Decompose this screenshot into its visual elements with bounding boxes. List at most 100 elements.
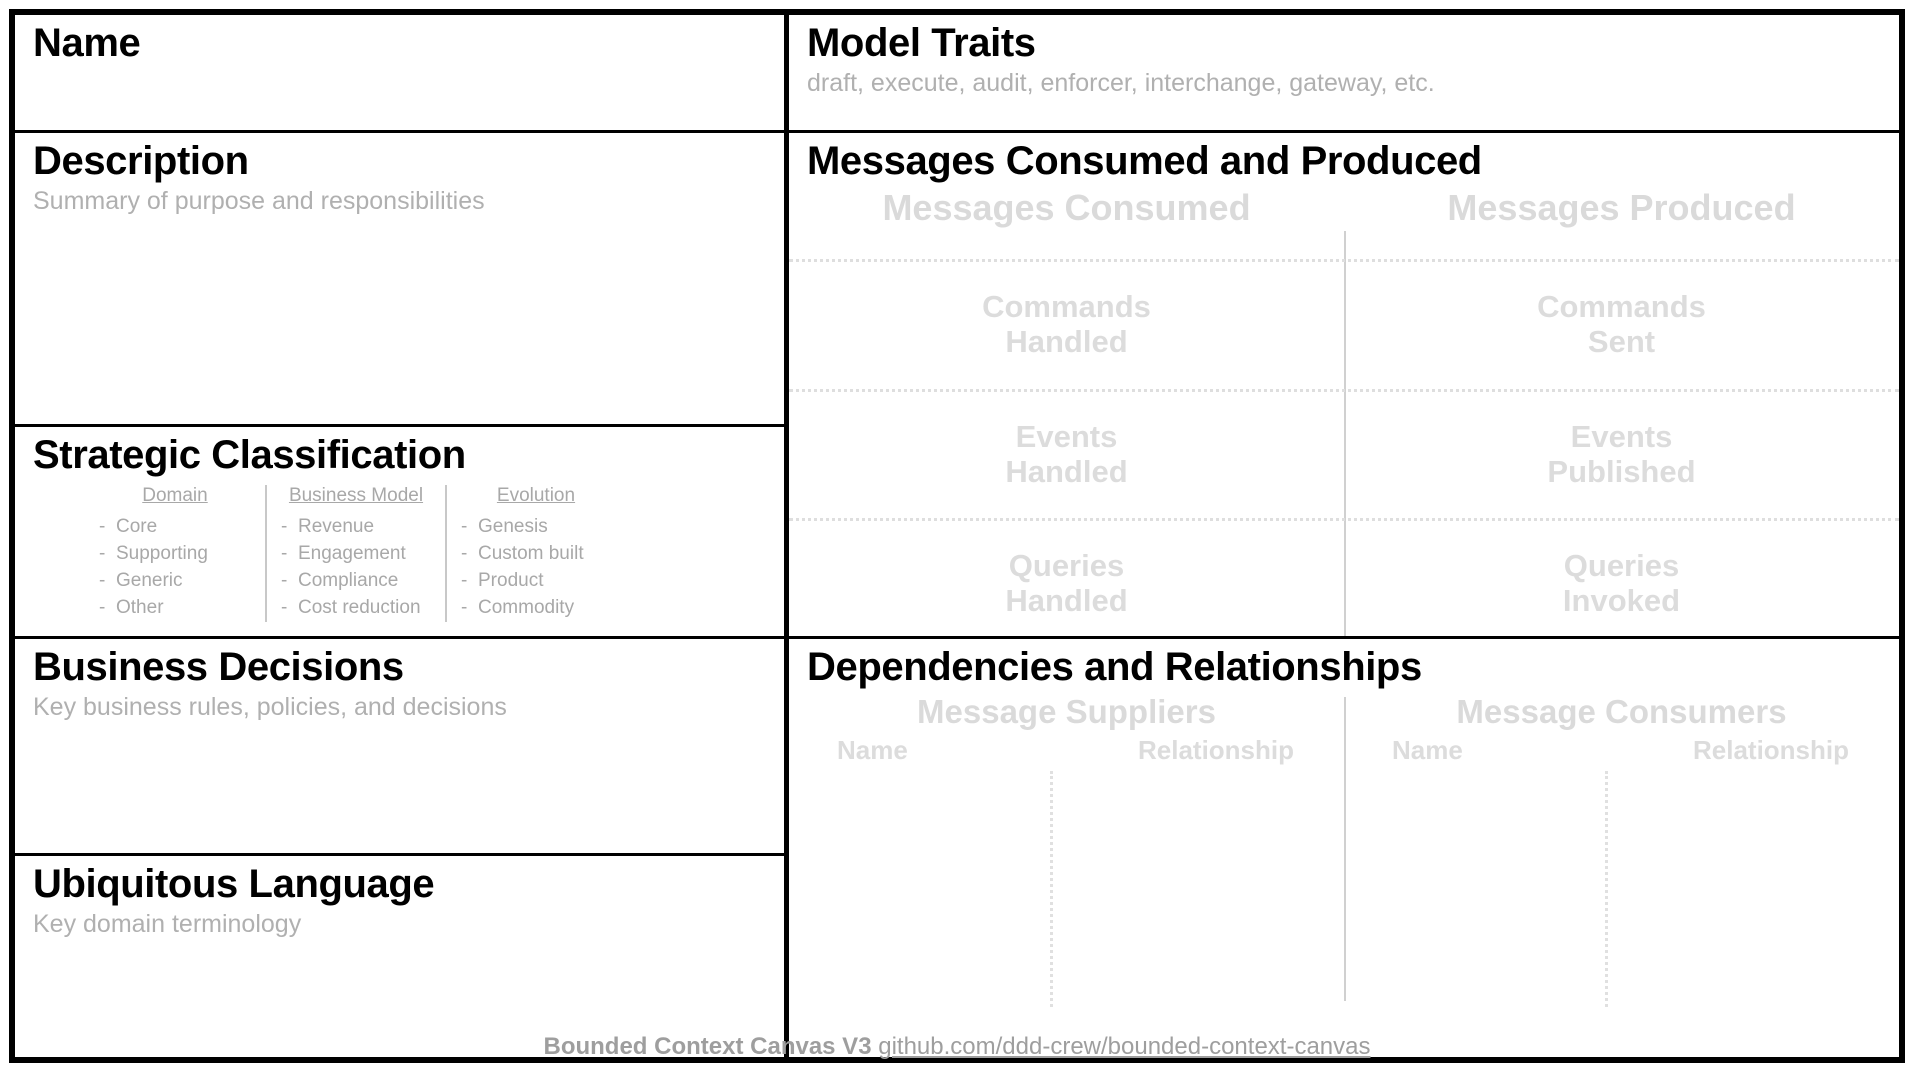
- bullet-dash-icon: -: [281, 569, 288, 591]
- suppliers-column-relationship: Relationship: [1137, 735, 1294, 765]
- strategic-item-label: Compliance: [298, 569, 399, 591]
- messages-row-divider: [789, 518, 1899, 521]
- panel-business-decisions-title: Business Decisions: [33, 645, 404, 689]
- consumers-column-divider: [1604, 771, 1608, 1007]
- panel-messages-consumed-and-produced[interactable]: Messages Consumed and Produced Messages …: [789, 133, 1899, 639]
- cell-line-1: Queries: [1008, 548, 1125, 583]
- strategic-item[interactable]: -Revenue: [281, 514, 431, 541]
- cell-line-1: Commands: [982, 289, 1151, 324]
- cell-queries-handled[interactable]: Queries Handled: [789, 548, 1344, 618]
- strategic-columns: Domain -Core -Supporting -Generic -Other…: [85, 485, 770, 622]
- message-suppliers-title: Message Suppliers: [917, 693, 1216, 730]
- cell-events-published[interactable]: Events Published: [1344, 419, 1899, 489]
- bullet-dash-icon: -: [281, 542, 288, 564]
- strategic-item-label: Commodity: [478, 596, 575, 618]
- strategic-item[interactable]: -Genesis: [461, 514, 611, 541]
- strategic-item[interactable]: -Custom built: [461, 541, 611, 568]
- strategic-item[interactable]: -Other: [99, 595, 251, 622]
- strategic-item-label: Genesis: [478, 516, 548, 537]
- bullet-dash-icon: -: [99, 542, 106, 564]
- cell-events-handled[interactable]: Events Handled: [789, 419, 1344, 489]
- consumers-column-relationship: Relationship: [1692, 735, 1849, 765]
- right-column: Model Traits draft, execute, audit, enfo…: [789, 15, 1899, 1057]
- strategic-item-label: Generic: [116, 569, 183, 591]
- strategic-item[interactable]: -Core: [99, 514, 251, 541]
- strategic-item[interactable]: -Cost reduction: [281, 595, 431, 622]
- panel-strategic-title: Strategic Classification: [33, 433, 466, 477]
- bounded-context-canvas: Name Description Summary of purpose and …: [9, 9, 1905, 1063]
- cell-line-2: Sent: [1587, 323, 1656, 359]
- suppliers-column-divider: [1049, 771, 1053, 1007]
- panel-name-title: Name: [33, 21, 141, 65]
- cell-commands-sent[interactable]: Commands Sent: [1344, 289, 1899, 359]
- messages-center-divider: [1344, 231, 1346, 636]
- cell-queries-invoked[interactable]: Queries Invoked: [1344, 548, 1899, 618]
- bullet-dash-icon: -: [461, 596, 468, 618]
- strategic-item[interactable]: -Generic: [99, 568, 251, 595]
- panel-strategic-classification[interactable]: Strategic Classification Domain -Core -S…: [15, 427, 784, 639]
- dependencies-grid: Message Suppliers Name Relationship Mess…: [789, 693, 1899, 1057]
- panel-messages-title: Messages Consumed and Produced: [807, 139, 1482, 183]
- bullet-dash-icon: -: [281, 596, 288, 618]
- cell-line-2: Handled: [1005, 323, 1128, 359]
- bullet-dash-icon: -: [461, 542, 468, 564]
- strategic-item-label: Custom built: [478, 542, 584, 564]
- bullet-dash-icon: -: [99, 596, 106, 618]
- panel-model-traits[interactable]: Model Traits draft, execute, audit, enfo…: [789, 15, 1899, 133]
- cell-line-2: Published: [1547, 453, 1696, 489]
- message-consumers-title: Message Consumers: [1456, 693, 1787, 730]
- messages-row-divider: [789, 389, 1899, 392]
- message-suppliers-section[interactable]: Message Suppliers Name Relationship: [789, 693, 1344, 1057]
- message-consumers-section[interactable]: Message Consumers Name Relationship: [1344, 693, 1899, 1057]
- messages-produced-header: Messages Produced: [1447, 187, 1796, 228]
- bullet-dash-icon: -: [99, 569, 106, 591]
- strategic-column-evolution[interactable]: Evolution -Genesis -Custom built -Produc…: [445, 485, 625, 622]
- dependencies-center-divider: [1344, 697, 1346, 1001]
- messages-row-divider: [789, 259, 1899, 262]
- bullet-dash-icon: -: [99, 516, 106, 537]
- panel-name[interactable]: Name: [15, 15, 784, 133]
- strategic-item[interactable]: -Commodity: [461, 595, 611, 622]
- cell-line-1: Events: [1570, 419, 1673, 454]
- cell-line-2: Invoked: [1562, 582, 1681, 618]
- strategic-item-label: Revenue: [298, 516, 375, 537]
- panel-ubiquitous-language[interactable]: Ubiquitous Language Key domain terminolo…: [15, 856, 784, 1057]
- strategic-item[interactable]: -Product: [461, 568, 611, 595]
- cell-line-1: Events: [1015, 419, 1118, 454]
- cell-line-1: Commands: [1537, 289, 1706, 324]
- footer-title: Bounded Context Canvas V3: [543, 1033, 872, 1060]
- panel-description[interactable]: Description Summary of purpose and respo…: [15, 133, 784, 427]
- strategic-item[interactable]: -Supporting: [99, 541, 251, 568]
- bullet-dash-icon: -: [281, 516, 288, 537]
- suppliers-column-name: Name: [837, 735, 908, 765]
- panel-ubiquitous-language-title: Ubiquitous Language: [33, 862, 435, 906]
- strategic-column-domain[interactable]: Domain -Core -Supporting -Generic -Other: [85, 485, 265, 622]
- strategic-item-label: Cost reduction: [298, 596, 421, 618]
- cell-line-2: Handled: [1005, 582, 1128, 618]
- strategic-item-label: Other: [116, 596, 164, 618]
- cell-line-2: Handled: [1005, 453, 1128, 489]
- panel-dependencies-and-relationships[interactable]: Dependencies and Relationships Message S…: [789, 639, 1899, 1057]
- cell-commands-handled[interactable]: Commands Handled: [789, 289, 1344, 359]
- strategic-item-label: Supporting: [116, 542, 208, 564]
- strategic-item-label: Product: [478, 569, 544, 591]
- strategic-header-business-model: Business Model: [288, 485, 424, 506]
- panel-description-title: Description: [33, 139, 249, 183]
- canvas-footer: Bounded Context Canvas V3 github.com/ddd…: [15, 1033, 1899, 1061]
- left-column: Name Description Summary of purpose and …: [15, 15, 789, 1057]
- strategic-item[interactable]: -Compliance: [281, 568, 431, 595]
- footer-link[interactable]: github.com/ddd-crew/bounded-context-canv…: [878, 1033, 1371, 1060]
- panel-dependencies-title: Dependencies and Relationships: [807, 645, 1422, 689]
- bullet-dash-icon: -: [461, 516, 468, 537]
- panel-model-traits-subtitle: draft, execute, audit, enforcer, interch…: [807, 68, 1435, 97]
- panel-business-decisions[interactable]: Business Decisions Key business rules, p…: [15, 639, 784, 856]
- strategic-column-business-model[interactable]: Business Model -Revenue -Engagement -Com…: [265, 485, 445, 622]
- strategic-item[interactable]: -Engagement: [281, 541, 431, 568]
- panel-ubiquitous-language-subtitle: Key domain terminology: [33, 909, 302, 938]
- strategic-header-evolution: Evolution: [496, 485, 576, 506]
- consumers-column-name: Name: [1392, 735, 1463, 765]
- bullet-dash-icon: -: [461, 569, 468, 591]
- cell-line-1: Queries: [1563, 548, 1680, 583]
- strategic-item-label: Core: [116, 516, 158, 537]
- strategic-header-domain: Domain: [142, 485, 208, 506]
